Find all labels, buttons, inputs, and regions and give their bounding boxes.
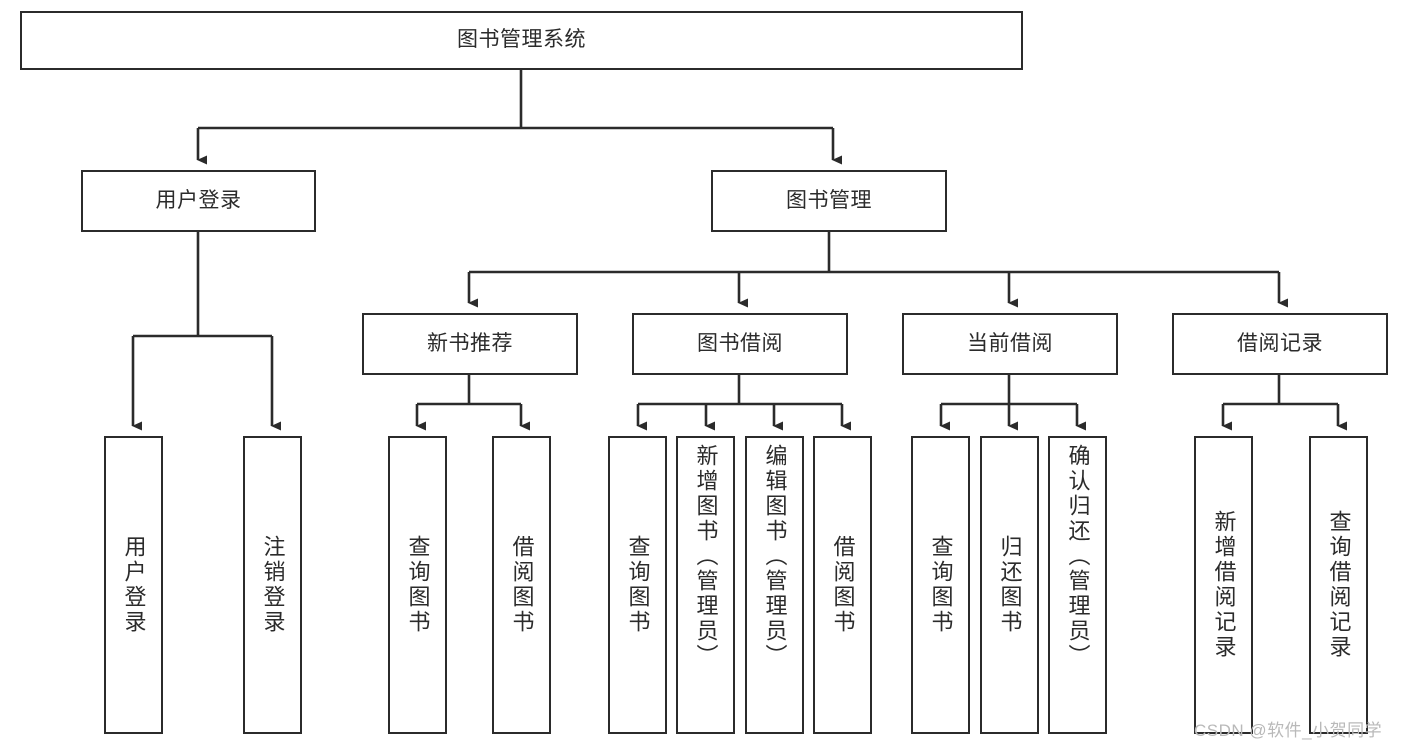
node-book-borrow[interactable]: 图书借阅 (632, 313, 848, 375)
leaf-current-borrow-confirm-return-admin[interactable]: 确认归还（管理员） (1048, 436, 1107, 734)
node-label: 当前借阅 (967, 331, 1053, 355)
node-label: 查询图书 (625, 535, 651, 635)
leaf-book-borrow-query-book[interactable]: 查询图书 (608, 436, 667, 734)
node-label: 编辑图书（管理员） (762, 444, 788, 669)
node-label: 图书管理 (786, 188, 872, 212)
node-label: 用户登录 (155, 188, 242, 212)
leaf-book-borrow-borrow-book[interactable]: 借阅图书 (813, 436, 872, 734)
node-label: 确认归还（管理员） (1065, 444, 1091, 669)
node-book-management[interactable]: 图书管理 (711, 170, 947, 232)
leaf-current-borrow-return-book[interactable]: 归还图书 (980, 436, 1039, 734)
node-label: 用户登录 (121, 535, 147, 635)
node-label: 图书借阅 (697, 331, 783, 355)
leaf-borrow-record-add-record[interactable]: 新增借阅记录 (1194, 436, 1253, 734)
node-label: 注销登录 (260, 535, 286, 635)
node-label: 图书管理系统 (457, 28, 586, 52)
leaf-book-borrow-add-book-admin[interactable]: 新增图书（管理员） (676, 436, 735, 734)
node-label: 查询图书 (405, 535, 431, 635)
node-label: 借阅图书 (509, 535, 535, 635)
node-label: 新书推荐 (427, 331, 513, 355)
node-root-book-management-system[interactable]: 图书管理系统 (20, 11, 1023, 70)
node-user-login[interactable]: 用户登录 (81, 170, 316, 232)
node-label: 查询借阅记录 (1326, 510, 1352, 660)
leaf-new-book-borrow-book[interactable]: 借阅图书 (492, 436, 551, 734)
leaf-borrow-record-query-record[interactable]: 查询借阅记录 (1309, 436, 1368, 734)
leaf-new-book-query-book[interactable]: 查询图书 (388, 436, 447, 734)
leaf-user-login-do-login[interactable]: 用户登录 (104, 436, 163, 734)
node-label: 借阅图书 (830, 535, 856, 635)
node-label: 查询图书 (928, 535, 954, 635)
node-label: 新增借阅记录 (1211, 510, 1237, 660)
node-borrow-record[interactable]: 借阅记录 (1172, 313, 1388, 375)
leaf-book-borrow-edit-book-admin[interactable]: 编辑图书（管理员） (745, 436, 804, 734)
leaf-current-borrow-query-book[interactable]: 查询图书 (911, 436, 970, 734)
node-label: 归还图书 (997, 535, 1023, 635)
node-label: 新增图书（管理员） (693, 444, 719, 669)
node-new-book-recommend[interactable]: 新书推荐 (362, 313, 578, 375)
node-label: 借阅记录 (1237, 331, 1323, 355)
watermark-csdn: CSDN @软件_小贺同学 (1194, 721, 1383, 740)
node-current-borrow[interactable]: 当前借阅 (902, 313, 1118, 375)
leaf-user-login-logout[interactable]: 注销登录 (243, 436, 302, 734)
